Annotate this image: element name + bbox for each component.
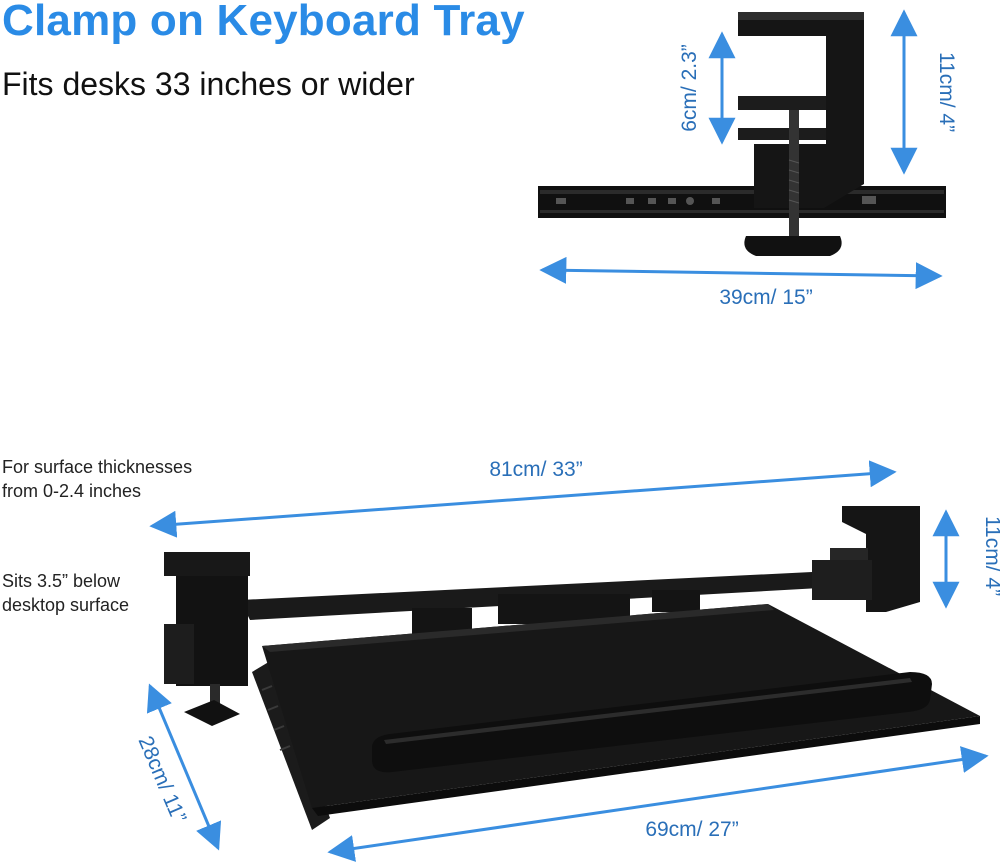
height-below-note: Sits 3.5” below desktop surface bbox=[2, 569, 129, 617]
tray-length-arrow bbox=[149, 460, 897, 538]
tray-depth-arrow bbox=[146, 683, 222, 851]
c-clamp-body bbox=[738, 12, 864, 208]
tray-width-arrow bbox=[327, 746, 989, 862]
clamp-knob bbox=[744, 236, 842, 256]
clamp-detail-image bbox=[538, 12, 946, 256]
surface-thickness-note: For surface thicknesses from 0-2.4 inche… bbox=[2, 455, 192, 503]
surface-note-line-1: For surface thicknesses bbox=[2, 457, 193, 477]
clamp-width-arrow bbox=[539, 256, 943, 290]
right-clamp bbox=[842, 506, 920, 612]
clamp-upper-plate bbox=[738, 96, 826, 110]
below-note-line-2: desktop surface bbox=[2, 595, 130, 615]
page-title: Clamp on Keyboard Tray bbox=[2, 0, 525, 45]
tray-clamp-height-label: 11cm/ 4” bbox=[981, 516, 1000, 596]
left-clamp-knob bbox=[184, 700, 240, 726]
left-clamp bbox=[164, 552, 250, 576]
tray-length-label: 81cm/ 33” bbox=[489, 458, 582, 481]
clamp-width-label: 39cm/ 15” bbox=[719, 286, 812, 309]
clamp-height-label: 11cm/ 4” bbox=[935, 52, 958, 132]
clamp-screw bbox=[789, 110, 799, 242]
tray-depth-label: 28cm/ 11” bbox=[133, 733, 190, 827]
below-note-line-1: Sits 3.5” below bbox=[2, 571, 121, 591]
tray-width-label: 69cm/ 27” bbox=[645, 818, 738, 841]
page-subtitle: Fits desks 33 inches or wider bbox=[2, 66, 415, 102]
surface-note-line-2: from 0-2.4 inches bbox=[2, 481, 142, 501]
tray-back-clip-3 bbox=[652, 590, 700, 612]
clamp-gap-label: 6cm/ 2.3” bbox=[678, 44, 701, 132]
clamp-lower-plate bbox=[738, 128, 826, 140]
keyboard-tray-image bbox=[164, 506, 980, 830]
